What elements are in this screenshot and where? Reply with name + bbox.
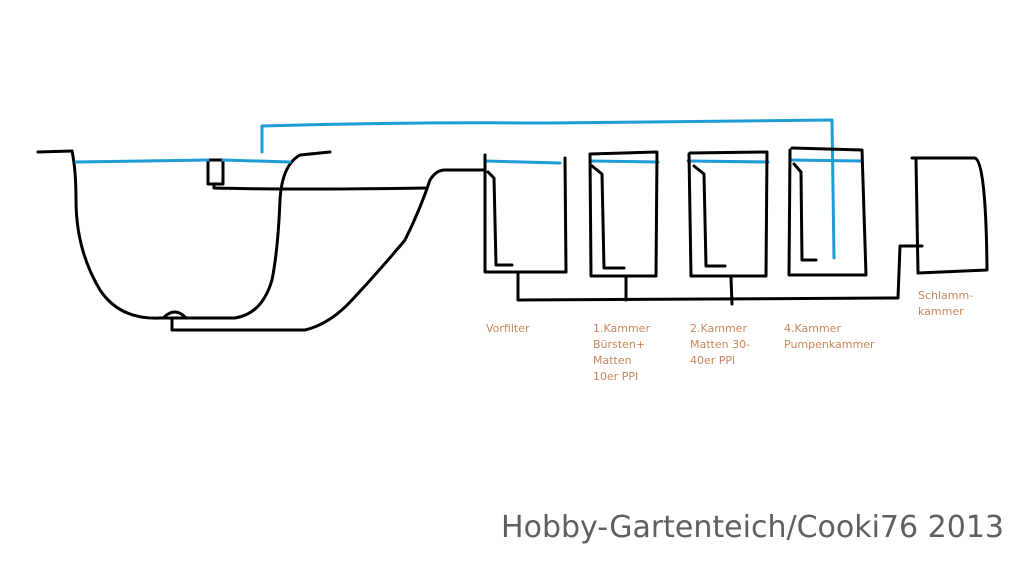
pond [36, 149, 487, 332]
return-pipe [260, 118, 836, 260]
kammer1-baffle [590, 164, 626, 270]
chambers [483, 146, 989, 306]
watermark: Hobby-Gartenteich/Cooki76 2013 [501, 510, 1004, 545]
bottom-drain-pipe [170, 168, 487, 332]
kammer1-chamber [588, 150, 659, 278]
kammer1-water-level [588, 159, 660, 164]
kammer4-chamber [787, 146, 868, 277]
vorfilter-chamber [483, 153, 568, 274]
label-vorfilter: Vorfilter [486, 322, 530, 335]
pond-water-level [74, 158, 292, 164]
kammer2-water-level [686, 159, 770, 164]
water-levels [74, 118, 864, 260]
kammer2-baffle [692, 164, 727, 268]
kammer4-baffle [792, 162, 818, 262]
skimmer-pipe [212, 183, 427, 191]
kammer2-drain [729, 276, 734, 306]
label-kammer2: 2.Kammer Matten 30- 40er PPI [690, 322, 751, 367]
skimmer-box [206, 158, 225, 186]
label-kammer4: 4.Kammer Pumpenkammer [784, 322, 875, 351]
bottom-drain [161, 310, 188, 320]
kammer4-water-level [788, 158, 864, 163]
pond-basin [70, 149, 332, 320]
schlammkammer-chamber [910, 156, 989, 275]
skimmer [206, 158, 427, 191]
kammer2-chamber [687, 150, 769, 278]
vorfilter-baffle [486, 170, 514, 267]
label-schlammkammer: Schlamm- kammer [918, 289, 974, 318]
pond-left-rim [36, 149, 74, 154]
label-kammer1: 1.Kammer Bürsten+ Matten 10er PPI [593, 322, 650, 383]
vorfilter-water-level [483, 159, 562, 165]
bottom-manifold [516, 244, 924, 302]
